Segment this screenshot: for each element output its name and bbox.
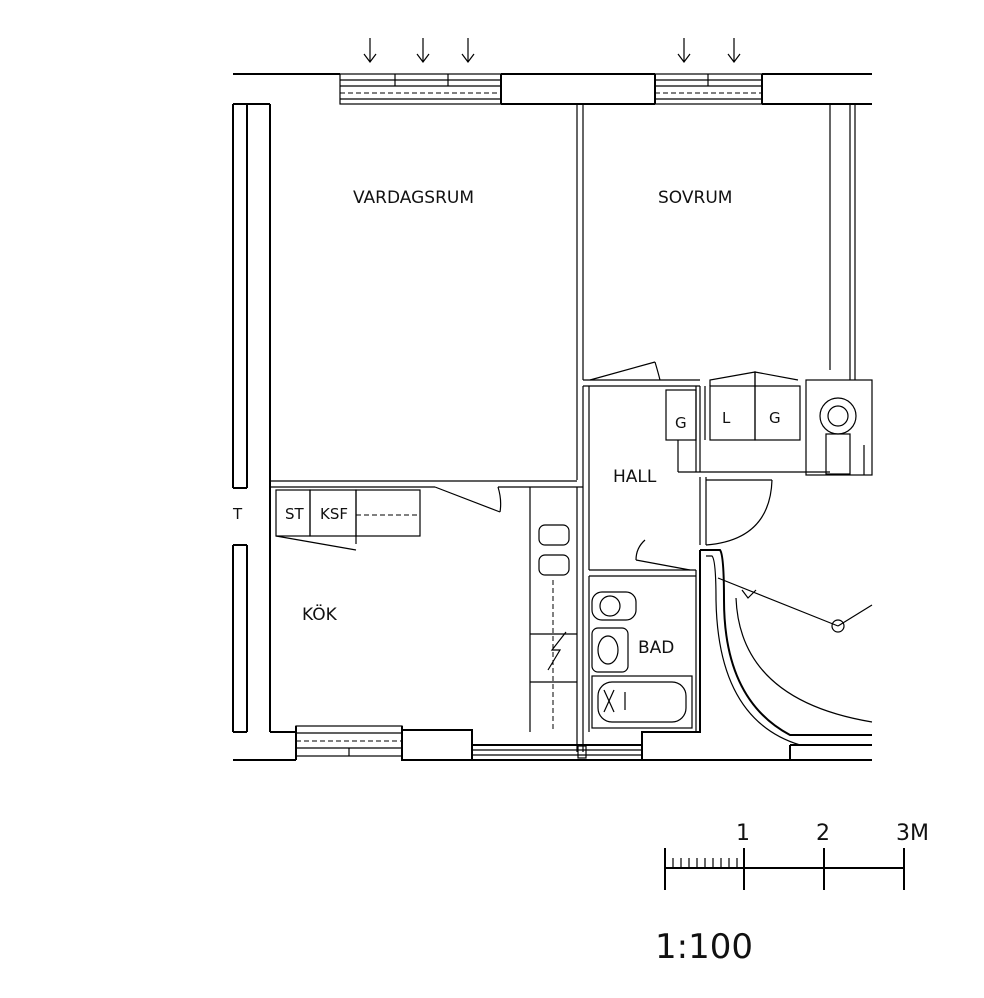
wardrobe-doors: [709, 371, 799, 386]
arrow-1: [363, 38, 377, 63]
room-label-kok: KÖK: [302, 603, 338, 625]
left-walls: [232, 104, 271, 733]
arrow-4: [677, 38, 691, 63]
scale-tick-2: 2: [816, 821, 830, 846]
room-label-hall: HALL: [613, 467, 657, 487]
light-arrows: [363, 38, 741, 63]
entrance-door: [705, 479, 773, 546]
scale-tick-1: 1: [736, 821, 750, 846]
fixture-st-label: ST: [285, 505, 305, 523]
window-bottom-middle: [472, 745, 642, 759]
spiral-stair: [717, 577, 873, 633]
window-living-room: [339, 73, 502, 105]
room-label-sovrum: SOVRUM: [658, 188, 732, 208]
window-kitchen: [295, 725, 403, 757]
room-label-bad: BAD: [638, 638, 674, 658]
door-bedroom: [589, 361, 661, 381]
interior-walls: [270, 104, 856, 752]
top-wall: [233, 73, 872, 105]
scale-ratio: 1:100: [655, 927, 753, 967]
closet-g1-label: G: [675, 414, 687, 432]
arrow-5: [727, 38, 741, 63]
fixture-ksf-label: KSF: [320, 505, 348, 523]
bath-fixtures: [591, 591, 693, 729]
closet-l-label: L: [722, 409, 731, 427]
fixture-t-label: T: [232, 505, 243, 523]
bath-door: [635, 539, 691, 571]
scale-bar: [664, 848, 905, 890]
scale-tick-3m: 3M: [896, 821, 929, 846]
arrow-3: [461, 38, 475, 63]
shaft-block: [805, 379, 873, 476]
closet-g2-label: G: [769, 409, 781, 427]
window-bedroom: [654, 73, 763, 105]
kitchen-fixtures: [275, 489, 577, 730]
closets: [665, 385, 801, 441]
arrow-2: [416, 38, 430, 63]
kitchen-door: [434, 486, 502, 513]
room-label-vardagsrum: VARDAGSRUM: [353, 188, 474, 208]
